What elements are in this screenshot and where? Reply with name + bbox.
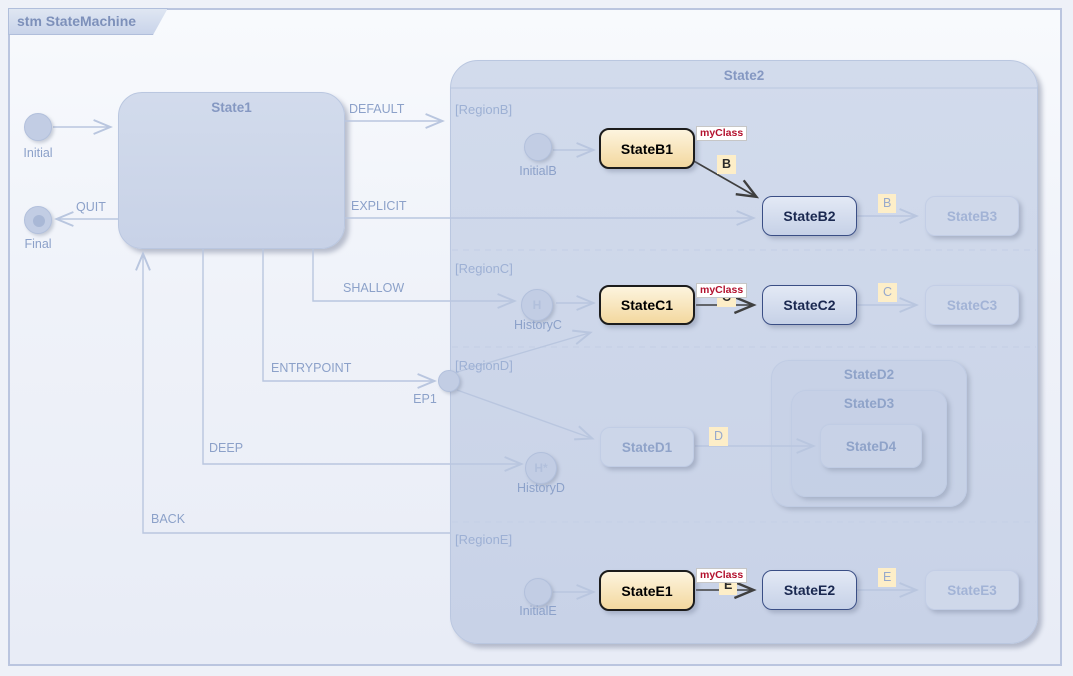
final-node-dot — [33, 215, 45, 227]
initialb-label: InitialB — [519, 164, 557, 178]
initiale-label: InitialE — [519, 604, 557, 618]
historyd-label: HistoryD — [517, 481, 565, 495]
stereotype-label-c[interactable]: myClass — [696, 283, 748, 298]
entrypoint-node-ep1[interactable] — [438, 370, 460, 392]
stateb3-label: StateB3 — [946, 208, 998, 224]
state-stateb1[interactable]: StateB1 — [599, 128, 695, 169]
transition-label-back[interactable]: BACK — [151, 512, 186, 526]
historyc-label: HistoryC — [514, 318, 562, 332]
frame-title: stm StateMachine — [17, 13, 137, 29]
stereotype-label-b[interactable]: myClass — [696, 126, 748, 141]
statec2-label: StateC2 — [783, 297, 836, 313]
stateb2-label: StateB2 — [783, 208, 836, 224]
ep1-label: EP1 — [413, 392, 437, 406]
final-label: Final — [24, 237, 52, 251]
trigger-label-c-faded[interactable]: C — [878, 283, 898, 302]
transition-label-quit[interactable]: QUIT — [76, 200, 106, 214]
statee2-label: StateE2 — [783, 582, 836, 598]
region-label-d: [RegionD] — [455, 358, 513, 373]
final-node[interactable] — [24, 206, 52, 234]
state2-label: State2 — [723, 68, 765, 83]
state-statee1[interactable]: StateE1 — [599, 570, 695, 611]
transition-label-deep[interactable]: DEEP — [209, 441, 244, 455]
state-statee2[interactable]: StateE2 — [762, 570, 857, 610]
historyc-node[interactable]: H — [521, 289, 553, 321]
state-state1[interactable]: State1 — [118, 92, 345, 249]
state-stated1[interactable]: StateD1 — [600, 427, 694, 467]
diagram-frame-tab: stm StateMachine — [8, 8, 168, 35]
state-statec1[interactable]: StateC1 — [599, 285, 695, 325]
statec1-label: StateC1 — [620, 297, 674, 313]
state-statee3[interactable]: StateE3 — [925, 570, 1019, 610]
trigger-label-d[interactable]: D — [709, 427, 729, 446]
stereotype-label-e[interactable]: myClass — [696, 568, 748, 583]
historyd-node[interactable]: H* — [525, 452, 557, 484]
state-stateb3[interactable]: StateB3 — [925, 196, 1019, 236]
stated4-label: StateD4 — [845, 438, 897, 454]
initial-label: Initial — [23, 146, 53, 160]
region-label-b: [RegionB] — [455, 102, 513, 117]
initial-node[interactable] — [24, 113, 52, 141]
statee3-label: StateE3 — [947, 582, 997, 598]
transition-label-entrypoint[interactable]: ENTRYPOINT — [271, 361, 352, 375]
state-statec3[interactable]: StateC3 — [925, 285, 1019, 325]
statee1-label: StateE1 — [621, 582, 673, 599]
trigger-label-e-faded[interactable]: E — [878, 568, 897, 587]
state1-label: State1 — [211, 100, 252, 115]
historyc-glyph: H — [532, 298, 542, 312]
historyd-glyph: H* — [534, 461, 548, 475]
region-label-e: [RegionE] — [455, 532, 513, 547]
state-statec2[interactable]: StateC2 — [762, 285, 857, 325]
initialb-node[interactable] — [524, 133, 552, 161]
stated3-label: StateD3 — [843, 396, 895, 411]
stated2-label: StateD2 — [843, 367, 895, 382]
state-stateb2[interactable]: StateB2 — [762, 196, 857, 236]
initiale-node[interactable] — [524, 578, 552, 606]
transition-label-shallow[interactable]: SHALLOW — [343, 281, 405, 295]
trigger-label-b-faded[interactable]: B — [878, 194, 897, 213]
state-stated4[interactable]: StateD4 — [820, 424, 922, 468]
transition-label-explicit[interactable]: EXPLICIT — [351, 199, 407, 213]
region-label-c: [RegionC] — [455, 261, 513, 276]
stated1-label: StateD1 — [621, 439, 673, 455]
trigger-label-b-dark[interactable]: B — [717, 155, 737, 174]
statec3-label: StateC3 — [946, 297, 998, 313]
transition-label-default[interactable]: DEFAULT — [349, 102, 405, 116]
stateb1-label: StateB1 — [620, 140, 674, 157]
